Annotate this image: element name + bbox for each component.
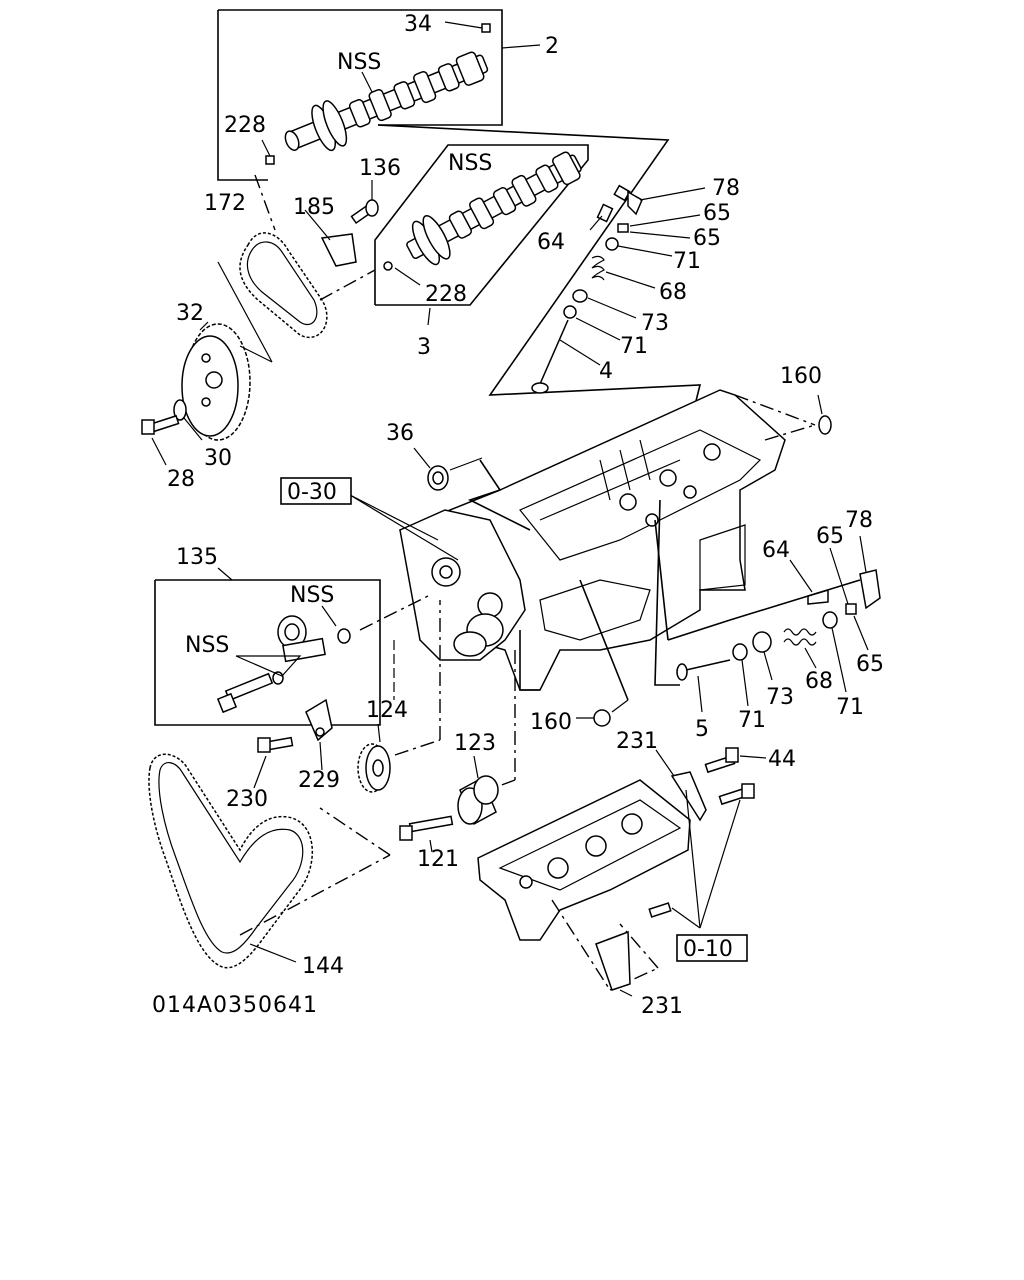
label-32: 32 [176, 301, 204, 326]
bolt-136 [350, 180, 379, 225]
label-123: 123 [454, 731, 496, 756]
label-71-d: 71 [738, 708, 766, 733]
tensioner-assembly-135 [154, 567, 431, 726]
camshaft-assembly-2 [217, 9, 541, 181]
label-nss-3: NSS [290, 583, 334, 608]
idler-123 [457, 755, 499, 826]
label-5: 5 [695, 717, 709, 742]
label-172: 172 [204, 191, 246, 216]
cylinder-head [477, 749, 707, 997]
label-64-a: 64 [537, 230, 565, 255]
label-4: 4 [599, 359, 613, 384]
ref-030: 0-30 [287, 480, 337, 505]
pulley-124 [357, 600, 441, 793]
label-65-a: 65 [703, 201, 731, 226]
bolt-230 [253, 736, 294, 789]
label-28: 28 [167, 467, 195, 492]
label-68-b: 68 [805, 669, 833, 694]
label-73-a: 73 [641, 311, 669, 336]
label-185: 185 [293, 195, 335, 220]
front-cover [349, 494, 540, 791]
label-64-b: 64 [762, 538, 790, 563]
washer-30 [173, 399, 203, 441]
timing-belt-144 [148, 753, 391, 969]
valve-train-upper [531, 184, 706, 394]
label-65-d: 65 [856, 652, 884, 677]
label-nss-2: NSS [448, 151, 492, 176]
label-231-a: 231 [616, 729, 658, 754]
bolts-44 [648, 747, 767, 929]
label-228-b: 228 [425, 282, 467, 307]
label-34: 34 [404, 12, 432, 37]
label-121: 121 [417, 847, 459, 872]
ref-box-010 [676, 934, 748, 962]
bolt-121 [399, 815, 454, 853]
label-78-a: 78 [712, 176, 740, 201]
bracket-185 [304, 209, 357, 267]
label-124: 124 [366, 698, 408, 723]
label-nss-4: NSS [185, 633, 229, 658]
label-136: 136 [359, 156, 401, 181]
seal-160-lower [576, 579, 629, 727]
label-230: 230 [226, 787, 268, 812]
labels: 34 2 NSS 228 136 NSS 185 172 228 3 78 65… [152, 12, 884, 1019]
drawing-code: 014A0350641 [152, 993, 318, 1018]
label-65-c: 65 [816, 524, 844, 549]
sprocket-32 [181, 261, 273, 441]
label-73-b: 73 [766, 685, 794, 710]
ref-010: 0-10 [683, 937, 733, 962]
ref-box-030 [280, 477, 352, 505]
ref-leader-030 [349, 494, 459, 561]
label-78-b: 78 [845, 508, 873, 533]
timing-chain-172 [239, 174, 376, 338]
label-144: 144 [302, 954, 344, 979]
label-160-a: 160 [780, 364, 822, 389]
bolt-28 [141, 414, 180, 466]
label-135: 135 [176, 545, 218, 570]
label-229: 229 [298, 768, 340, 793]
label-160-b: 160 [530, 710, 572, 735]
label-71-a: 71 [673, 249, 701, 274]
label-71-b: 71 [620, 334, 648, 359]
seal-36 [413, 447, 483, 491]
label-228-a: 228 [224, 113, 266, 138]
label-71-c: 71 [836, 695, 864, 720]
label-2: 2 [545, 34, 559, 59]
label-30: 30 [204, 446, 232, 471]
valve-train-lower [654, 499, 881, 713]
label-68-a: 68 [659, 280, 687, 305]
label-231-b: 231 [641, 994, 683, 1019]
camshaft-assembly-3 [374, 124, 702, 426]
bracket-229 [305, 698, 333, 771]
label-44: 44 [768, 747, 796, 772]
label-3: 3 [417, 335, 431, 360]
label-36: 36 [386, 421, 414, 446]
label-65-b: 65 [693, 226, 721, 251]
label-nss-1: NSS [337, 50, 381, 75]
